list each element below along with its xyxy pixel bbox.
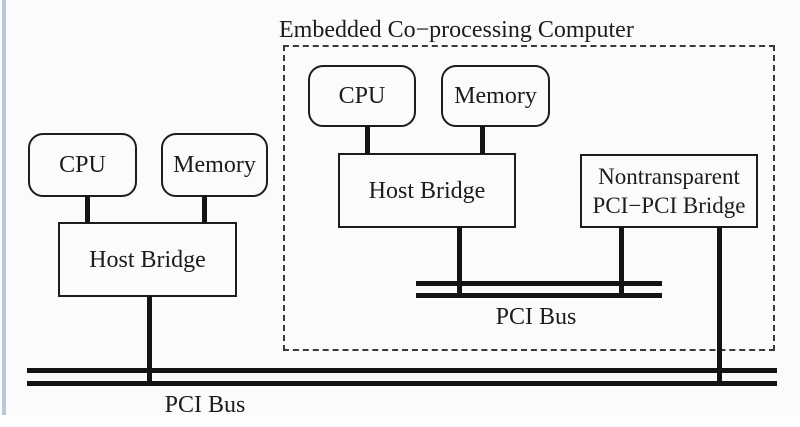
outer-pci-bus-line-bottom [27,381,777,386]
host-memory-box: Memory [161,133,268,197]
embedded-cpu-connector [365,126,370,154]
host-memory-label: Memory [173,152,256,178]
host-memory-connector [202,196,207,223]
inner-pci-bus-line-top [416,281,662,286]
embedded-host-bridge-bus-connector [457,227,462,298]
nontransparent-bridge-box: Nontransparent PCI−PCI Bridge [580,154,758,228]
embedded-cpu-label: CPU [338,83,386,109]
embedded-cpu-box: CPU [308,65,416,127]
host-cpu-box: CPU [28,133,137,197]
embedded-memory-box: Memory [441,65,550,127]
nontransparent-bridge-inner-bus-connector [619,227,624,298]
embedded-host-bridge-label: Host Bridge [368,177,486,204]
host-bridge-label: Host Bridge [89,246,206,273]
host-cpu-connector [85,196,90,223]
embedded-computer-boundary [283,45,775,351]
embedded-memory-connector [480,126,485,154]
embedded-memory-label: Memory [454,83,537,109]
scan-edge-strip [2,0,6,427]
embedded-computer-title: Embedded Co−processing Computer [279,17,634,43]
nontransparent-bridge-outer-bus-connector [717,227,722,386]
outer-pci-bus-line-top [27,368,777,373]
embedded-host-bridge-box: Host Bridge [338,153,516,228]
nontransparent-bridge-label-line1: Nontransparent [598,163,740,189]
outer-pci-bus-label: PCI Bus [164,392,246,418]
host-bridge-bus-connector [147,296,152,386]
inner-pci-bus-label: PCI Bus [495,304,577,330]
host-cpu-label: CPU [59,152,106,178]
nontransparent-bridge-label-line2: PCI−PCI Bridge [592,193,746,218]
scan-bottom-strip [0,415,800,427]
host-bridge-box: Host Bridge [58,222,237,297]
nontransparent-bridge-label: Nontransparent PCI−PCI Bridge [593,162,746,221]
inner-pci-bus-line-bottom [416,293,662,298]
